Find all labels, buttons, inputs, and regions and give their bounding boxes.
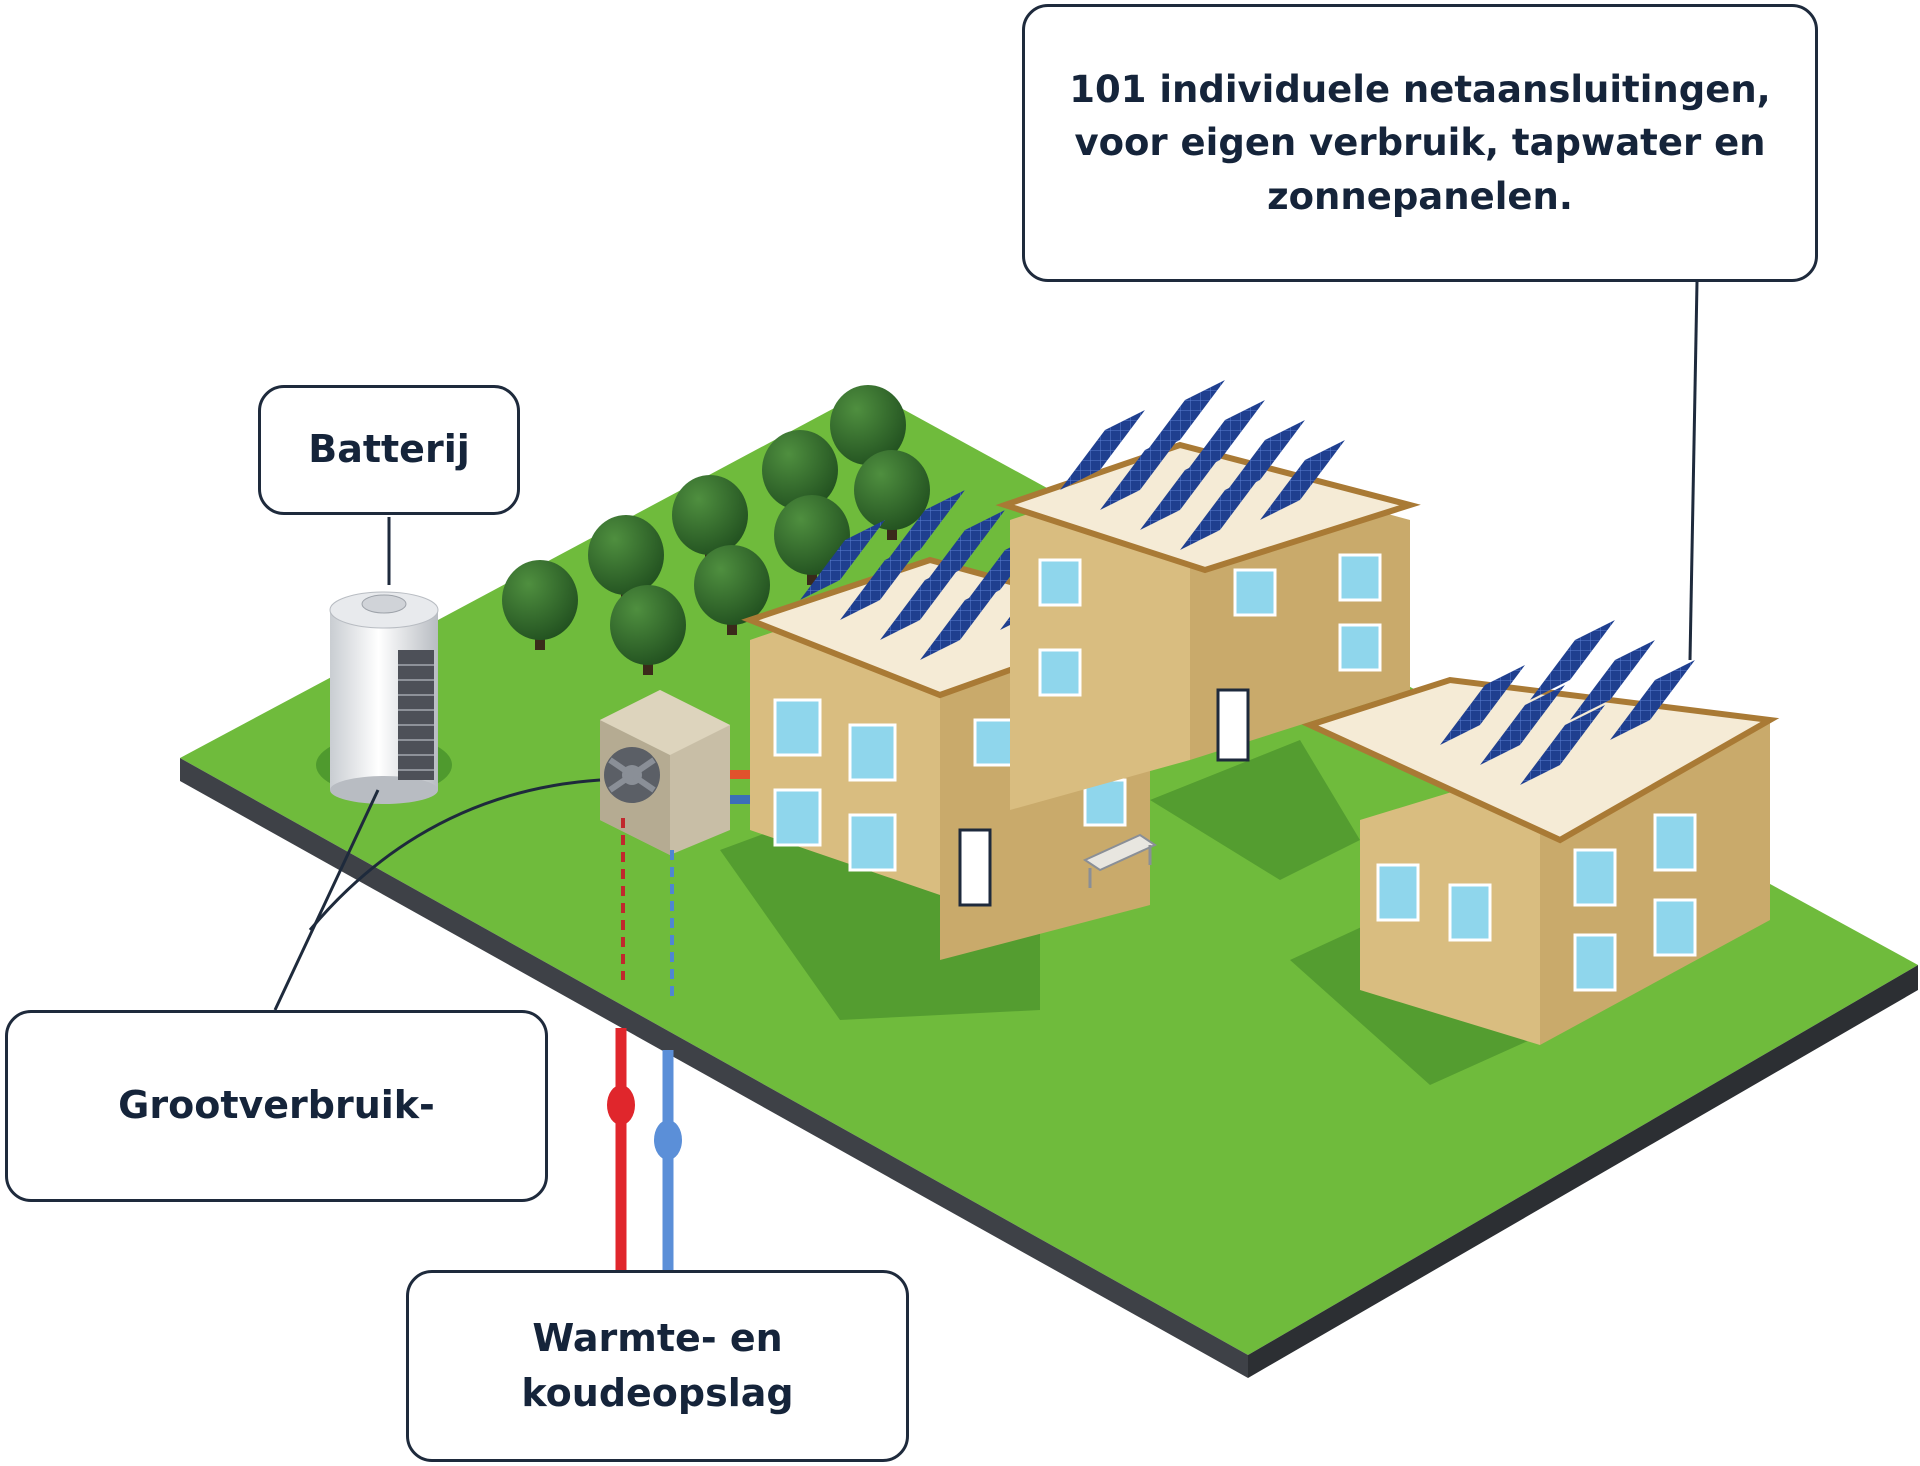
callout-grootverbruik: Grootverbruik- [5, 1010, 548, 1202]
callout-netaansluitingen: 101 individuele netaansluitingen, voor e… [1022, 4, 1818, 282]
connection-lines [273, 281, 1699, 1011]
building-icon [995, 380, 1421, 810]
callout-wko-line-2: koudeopslag [521, 1371, 794, 1415]
heat-pump-icon [600, 690, 775, 855]
callout-wko-line-1: Warmte- en [532, 1315, 783, 1360]
solar-panel-icon [1060, 380, 1345, 550]
tree-icon [502, 385, 930, 675]
callout-warmte-koudeopslag: Warmte- en koudeopslag [406, 1270, 909, 1462]
solar-panel-icon [1440, 620, 1695, 785]
solar-panel-icon [800, 490, 1085, 660]
callout-batterij: Batterij [258, 385, 520, 515]
callout-netaansluitingen-text: 101 individuele netaansluitingen, voor e… [1069, 67, 1771, 218]
storage-pipes [607, 818, 682, 1270]
battery-icon [316, 591, 452, 804]
callout-grootverbruik-text: Grootverbruik- [118, 1083, 435, 1128]
building-icon [1301, 620, 1780, 1045]
bench-icon [1082, 833, 1158, 888]
callout-batterij-text: Batterij [308, 427, 470, 472]
